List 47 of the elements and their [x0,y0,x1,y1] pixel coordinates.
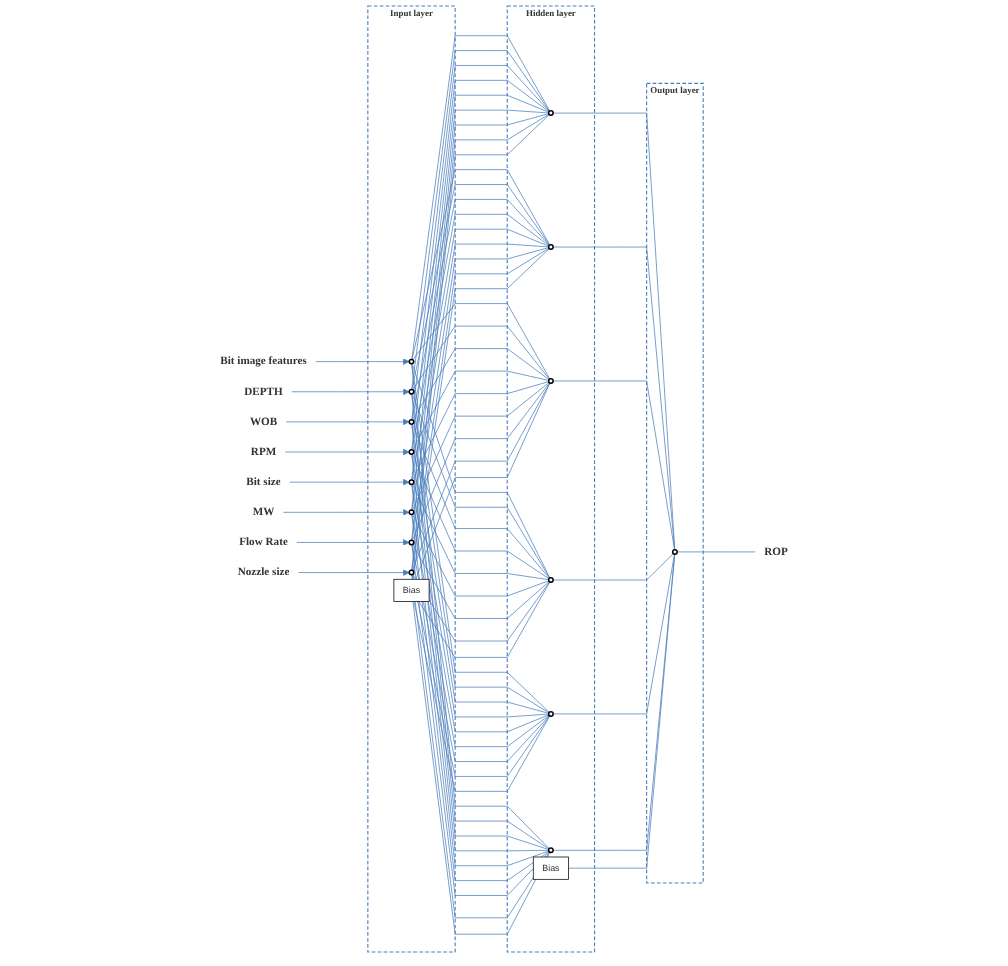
node-circle [408,568,415,575]
connector [552,552,674,580]
node-circle [547,109,554,116]
node-circle [547,377,554,383]
connector [411,183,550,389]
connector [413,600,551,791]
connector [411,168,551,359]
connector [412,381,550,540]
connector [412,302,551,379]
node-circle [408,538,415,545]
connector [412,543,550,618]
connector [552,552,675,714]
node-circle [408,387,415,394]
connector [411,212,550,450]
connector [411,573,550,776]
connector [412,512,550,596]
connector [411,513,550,747]
node-circle [547,846,554,853]
node-circle [408,417,415,424]
connector [412,482,550,580]
connector [412,573,550,641]
connector [411,543,550,761]
connector [411,198,550,420]
connector [411,422,550,578]
connector [552,552,676,850]
connector [412,452,550,579]
node-circle [408,478,415,485]
node-circle [547,243,554,249]
connector [418,580,551,657]
connector [412,381,550,510]
node-circle [408,448,415,454]
connector [552,379,675,550]
node-circle [547,709,554,716]
connector [411,483,550,732]
connector [552,245,676,550]
connector [412,324,550,390]
node-circle [408,508,415,515]
connector [676,550,756,552]
connector [412,347,550,420]
connector [552,111,676,550]
connector [412,380,550,480]
node-circle [408,357,415,364]
node-circle [671,547,678,554]
connector [411,227,550,480]
connector [412,369,550,450]
connector [568,552,676,868]
node-circle [547,576,554,582]
